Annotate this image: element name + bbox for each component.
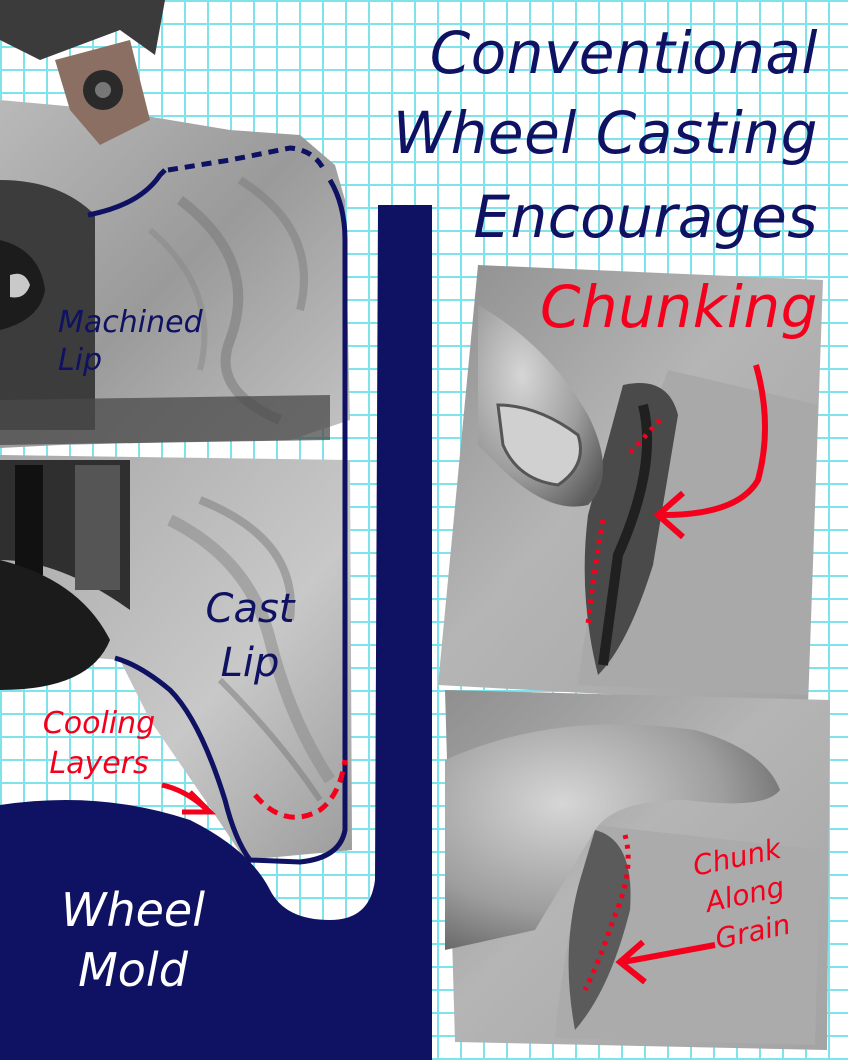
- machined-lip-label-line1: Machined: [58, 305, 203, 340]
- wheel-mold-label-line1: Wheel: [60, 883, 206, 937]
- wheel-mold-label-line2: Mold: [78, 943, 188, 997]
- lip-profile-outline: [87, 168, 167, 218]
- machined-lip-photo: [0, 100, 350, 448]
- cooling-layers-curve: [253, 759, 348, 820]
- wheel-mold-shape: [0, 205, 432, 1060]
- title-line-3: Encourages: [473, 183, 818, 251]
- machined-lip-label-line2: Lip: [58, 343, 103, 378]
- machined-lip-label: Machined Lip: [58, 304, 203, 380]
- title-highlight-chunking: Chunking: [539, 273, 818, 341]
- cooling-layers-label: Cooling Layers: [24, 704, 174, 784]
- cooling-arrow-head: [182, 790, 217, 815]
- lip-dashed-outline: [167, 145, 328, 174]
- cooling-layers-label-line1: Cooling: [42, 706, 156, 741]
- cooling-layers-label-line2: Layers: [49, 746, 149, 781]
- cast-lip-label-line2: Lip: [220, 640, 280, 686]
- cast-lip-label-line1: Cast: [205, 586, 295, 632]
- title-line-1: Conventional: [429, 19, 818, 87]
- chunking-photo-bottom: [445, 690, 830, 1050]
- chunking-photo-top: [438, 265, 823, 705]
- title-line-2: Wheel Casting: [392, 99, 818, 167]
- cutting-tool-photo: [0, 0, 165, 145]
- cast-lip-label: Cast Lip: [190, 582, 310, 690]
- wheel-mold-label: Wheel Mold: [28, 880, 238, 1000]
- lip-outline-side: [114, 178, 348, 865]
- cast-lip-photo: [0, 455, 352, 860]
